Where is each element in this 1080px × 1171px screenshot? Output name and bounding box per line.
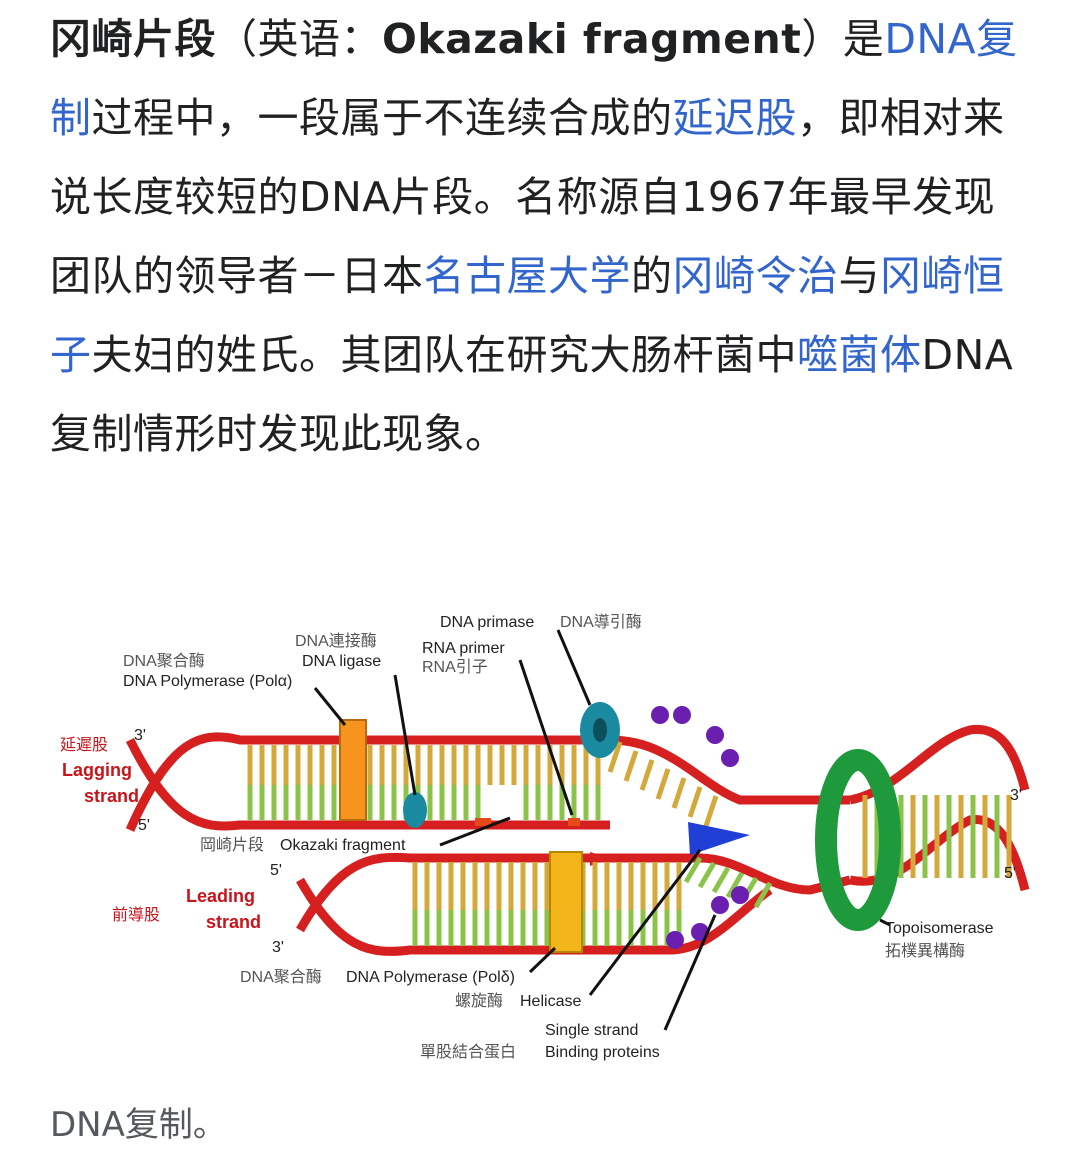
- helicase: [688, 822, 750, 855]
- label-leading-en-1: Leading: [186, 886, 255, 906]
- label-ssb-en-1: Single strand: [545, 1022, 638, 1039]
- label-leading-en-2: strand: [206, 912, 261, 932]
- label-topo-zh: 拓樸異構酶: [885, 942, 965, 960]
- fork-base: [683, 856, 703, 884]
- leading-backbone-b: [296, 877, 773, 956]
- fork-base: [687, 786, 703, 818]
- label-pol-alpha-en: DNA Polymerase (Polα): [123, 673, 292, 690]
- lagging-backbone-b: [125, 737, 610, 831]
- lagging-backbone-a: [125, 732, 850, 832]
- link-okazaki-reiji[interactable]: 冈崎令治: [672, 252, 839, 300]
- ptr-topo: [879, 918, 891, 927]
- dna-replication-figure[interactable]: DNA primase DNA導引酶 DNA連接酶 DNA ligase RNA…: [50, 590, 1035, 1080]
- ptr-okazaki: [439, 816, 511, 847]
- rna-primer-2: [568, 818, 580, 826]
- link-lagging-strand[interactable]: 延迟股: [672, 94, 797, 142]
- label-end-3a: 3': [134, 727, 146, 744]
- figure-caption: DNA复制。: [50, 1105, 227, 1145]
- text-span: 过程中，一段属于不连续合成的: [91, 94, 673, 142]
- link-okazaki-tsuneko[interactable]: 冈崎恒子: [50, 252, 1005, 379]
- text-span: （英语：: [216, 15, 382, 63]
- label-ssb-en-2: Binding proteins: [545, 1044, 660, 1061]
- label-rna-primer-zh: RNA引子: [422, 658, 488, 676]
- primase-hole: [593, 718, 607, 742]
- term-english: Okazaki fragment: [382, 15, 802, 63]
- pointer-lines: [313, 629, 891, 1031]
- rna-primer-1: [475, 818, 491, 826]
- fork-base: [639, 759, 655, 791]
- term-okazaki: 冈崎片段: [50, 15, 216, 63]
- label-primase-zh: DNA導引酶: [560, 612, 642, 631]
- ssb-1: [651, 706, 669, 724]
- link-nagoya-university[interactable]: 名古屋大学: [423, 252, 631, 300]
- fork-base: [655, 768, 671, 800]
- fork-base: [753, 881, 773, 909]
- label-okazaki-zh: 岡崎片段: [200, 836, 264, 854]
- label-helicase-en: Helicase: [520, 993, 581, 1010]
- leading-base-pairs: [412, 862, 682, 946]
- dna-polymerase-alpha: [339, 719, 367, 821]
- fork-base: [623, 750, 639, 782]
- label-topo-en: Topoisomerase: [885, 920, 994, 937]
- fork-base: [703, 795, 719, 827]
- ssb-5: [711, 896, 729, 914]
- ptr-ssb: [663, 914, 717, 1031]
- text-span: ）是: [801, 15, 885, 63]
- link-dna-replication[interactable]: DNA复制: [50, 15, 1018, 142]
- fork-base: [671, 777, 687, 809]
- text-span: 夫妇的姓氏。其团队在研究大肠杆菌中: [91, 331, 797, 379]
- label-leading-zh: 前導股: [112, 905, 160, 924]
- label-ligase-en: DNA ligase: [302, 653, 381, 670]
- label-end-3b: 3': [272, 939, 284, 956]
- label-rna-primer-en: RNA primer: [422, 640, 505, 657]
- label-end-5a: 5': [138, 817, 150, 834]
- label-pol-delta-zh: DNA聚合酶: [240, 968, 322, 986]
- text-span: 的: [631, 252, 673, 300]
- fork-base: [607, 741, 623, 773]
- ptr-pol-alpha: [313, 687, 347, 726]
- label-pol-delta-en: DNA Polymerase (Polδ): [346, 969, 515, 986]
- ptr-primase: [556, 629, 592, 706]
- fork-base: [711, 866, 731, 894]
- dna-ligase: [403, 792, 427, 828]
- label-end-5-right: 5': [1004, 865, 1016, 882]
- dna-replication-diagram: DNA primase DNA導引酶 DNA連接酶 DNA ligase RNA…: [60, 612, 1030, 1061]
- label-ligase-zh: DNA連接酶: [295, 632, 377, 650]
- ssb-2: [673, 706, 691, 724]
- ptr-ligase: [393, 674, 417, 796]
- fork-base: [725, 871, 745, 899]
- label-lagging-zh: 延遲股: [60, 736, 108, 754]
- label-lagging-en-1: Lagging: [62, 760, 132, 780]
- ssb-7: [666, 931, 684, 949]
- dna-polymerase-delta: [549, 851, 583, 953]
- ssb-3: [706, 726, 724, 744]
- label-primase-en: DNA primase: [440, 614, 534, 631]
- ptr-helicase: [588, 849, 702, 996]
- label-end-3-right: 3': [1010, 787, 1022, 804]
- fork-base: [697, 861, 717, 889]
- label-okazaki-en: Okazaki fragment: [280, 837, 406, 854]
- single-strand-binding-proteins: [651, 706, 749, 949]
- label-lagging-en-2: strand: [84, 786, 139, 806]
- text-span: ，即相对来说长度较短的DNA片段。名称源自1967年最早发现团队的领导者－日本: [50, 94, 1005, 300]
- ptr-rna-primer: [518, 659, 574, 816]
- ptr-pol-delta: [528, 946, 557, 974]
- text-span: 与: [838, 252, 880, 300]
- topoisomerase: [815, 749, 901, 931]
- fork-bases: [607, 741, 1012, 909]
- article-paragraph: 冈崎片段（英语：Okazaki fragment）是DNA复制过程中，一段属于不…: [50, 0, 1035, 474]
- label-ssb-zh: 單股結合蛋白: [420, 1043, 516, 1061]
- ssb-4: [721, 749, 739, 767]
- label-end-5b: 5': [270, 862, 282, 879]
- label-pol-alpha-zh: DNA聚合酶: [123, 652, 205, 670]
- label-helicase-zh: 螺旋酶: [455, 992, 503, 1010]
- ssb-6: [731, 886, 749, 904]
- text-span: DNA复制情形时发现此现象。: [50, 331, 1014, 458]
- link-bacteriophage[interactable]: 噬菌体: [797, 331, 922, 379]
